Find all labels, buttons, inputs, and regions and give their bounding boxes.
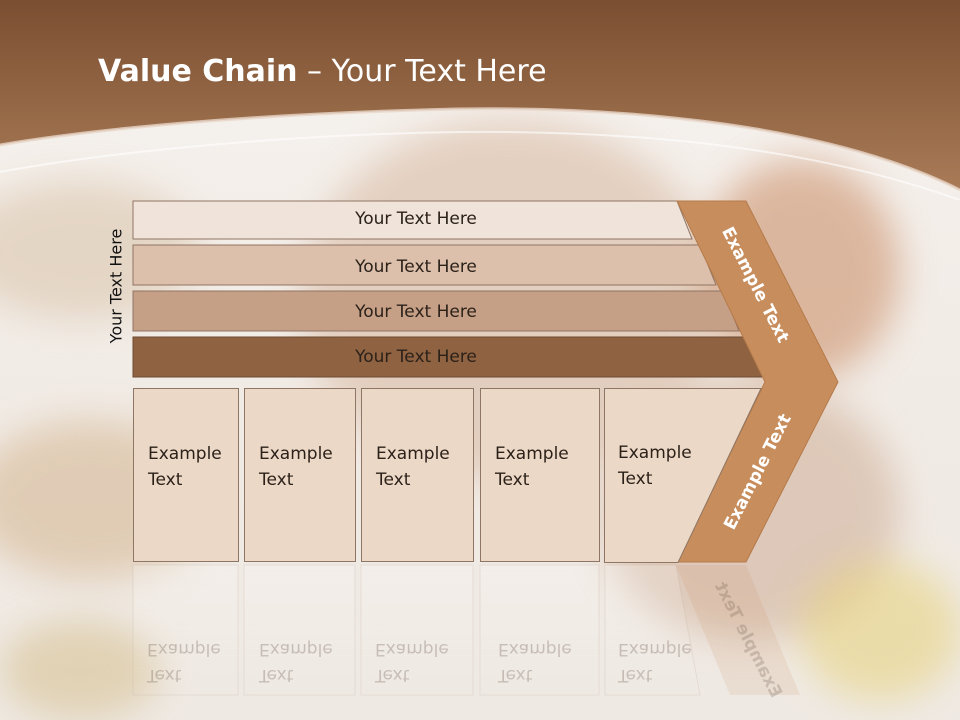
title-bold: Value Chain	[98, 54, 298, 89]
support-bar-1[interactable]	[132, 200, 693, 240]
support-bar-3[interactable]	[132, 290, 740, 332]
support-bar-1-label: Your Text Here	[355, 209, 477, 229]
support-bar-3-label: Your Text Here	[355, 302, 477, 322]
support-bar-2-label: Your Text Here	[355, 257, 477, 277]
reflection	[132, 564, 800, 696]
header-band	[0, 0, 960, 200]
slide-title: Value Chain – Your Text Here	[98, 54, 547, 89]
support-bar-2[interactable]	[132, 244, 717, 286]
primary-activity-5-shape	[604, 388, 762, 563]
support-bar-4-label: Your Text Here	[355, 347, 477, 367]
title-rest: – Your Text Here	[297, 54, 547, 89]
margin-chevron[interactable]	[676, 200, 839, 563]
